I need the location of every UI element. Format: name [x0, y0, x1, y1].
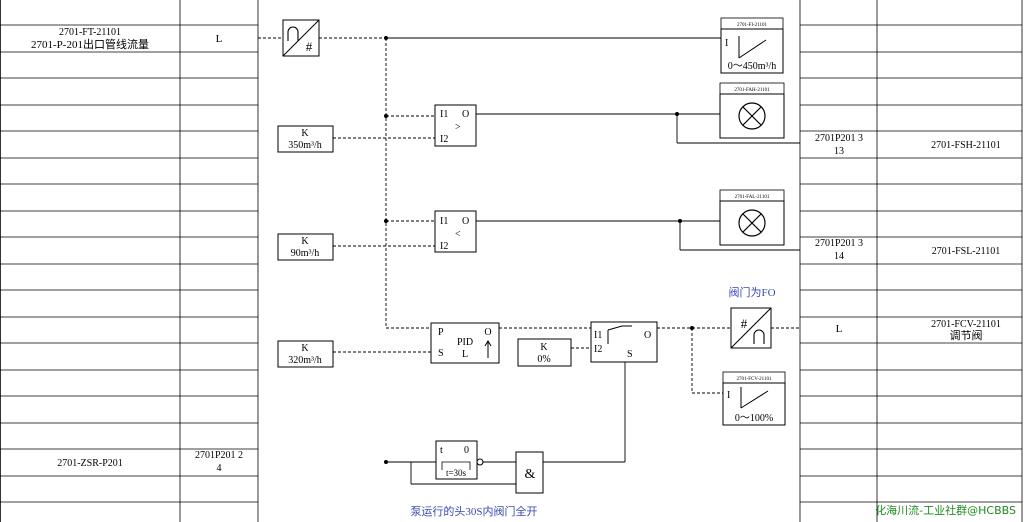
k-low-value: 90m³/h [291, 248, 320, 259]
ramp-icon [740, 387, 769, 409]
timer-block: t 0 t=30s [435, 440, 484, 480]
fcv-desc: 调节阀 [950, 328, 983, 342]
k-low-block: K 90m³/h [277, 233, 334, 261]
cmp-high-op: > [455, 122, 461, 133]
fsh-terminal-line1: 2701P201 3 [815, 133, 863, 144]
k-high-value: 350m³/h [288, 140, 322, 151]
junction-dots [384, 36, 694, 464]
alarm-lamp-icon [738, 209, 766, 237]
switch-o: O [644, 330, 651, 341]
fsl-terminal-line1: 2701P201 3 [815, 238, 863, 249]
sqrt-icon [753, 329, 765, 344]
fi-tag: 2701-FI-21101 [737, 23, 768, 28]
input-converter-block: # [282, 19, 320, 57]
cmp-high-o: O [462, 109, 469, 120]
pid-s: S [438, 348, 444, 359]
fcv-signal: L [836, 323, 843, 335]
fcv-display-block: 2701-FCV-21101 I 0～100% [722, 371, 786, 426]
switch-i1: I1 [594, 330, 602, 341]
pid-name: PID [457, 337, 473, 348]
k-high-block: K 350m³/h [277, 125, 334, 153]
zsr-terminal-line1: 2701P201 2 [195, 450, 243, 461]
cmp-low-o: O [462, 216, 469, 227]
fal-lamp-block: 2701-FAL-21101 [719, 189, 785, 246]
fcv-display-i: I [727, 390, 730, 401]
k-zero-block: K 0% [517, 338, 572, 367]
pid-l: L [462, 349, 468, 360]
pid-block: P S PID L O [430, 322, 500, 364]
k-zero-label: K [540, 342, 548, 353]
converter-in-symbol: # [306, 39, 313, 54]
ramp-icon [738, 36, 767, 59]
fah-tag: 2701-FAH-21101 [734, 88, 770, 93]
watermark: 化海川流-工业社群@HCBBS [875, 503, 1016, 517]
fsh-terminal-line2: 13 [834, 146, 844, 157]
fsl-terminal-line2: 14 [834, 251, 844, 262]
fcv-display-tag: 2701-FCV-21101 [737, 377, 772, 382]
alarm-lamp-icon [738, 102, 766, 130]
signal-lines [258, 37, 800, 485]
flow-signal: L [216, 33, 223, 45]
cmp-low-op: < [455, 229, 461, 240]
pid-p: P [438, 327, 444, 338]
k-low-label: K [301, 236, 309, 247]
fi-i: I [725, 38, 728, 49]
output-converter-block: # [730, 307, 772, 349]
k-setpoint-label: K [301, 343, 309, 354]
pid-o: O [484, 327, 491, 338]
fi-display-block: 2701-FI-21101 I 0～450m³/h [720, 17, 784, 74]
comparator-low-block: I1 O < I2 [434, 210, 477, 253]
sqrt-icon [287, 26, 299, 41]
timer-preset: t=30s [446, 468, 467, 478]
cmp-high-i1: I1 [440, 109, 448, 120]
timer-t: t [440, 445, 443, 456]
fsl-tag: 2701-FSL-21101 [932, 246, 1001, 257]
and-symbol: & [525, 467, 536, 482]
zsr-tag: 2701-ZSR-P201 [57, 458, 123, 469]
fo-note: 阀门为FO [728, 285, 775, 299]
fsh-tag: 2701-FSH-21101 [931, 140, 1001, 151]
fcv-tag: 2701-FCV-21101 [931, 319, 1001, 330]
comparator-high-block: I1 O > I2 [434, 104, 477, 147]
selector-switch-block: I1 I2 O S [590, 321, 658, 363]
k-high-label: K [301, 128, 309, 139]
k-setpoint-value: 320m³/h [288, 355, 322, 366]
and-gate-block: & [515, 451, 544, 494]
switch-s: S [627, 349, 633, 360]
switch-contact-icon [607, 325, 632, 344]
cmp-high-i2: I2 [440, 134, 448, 145]
cmp-low-i2: I2 [440, 241, 448, 252]
invert-bubble-icon [476, 458, 484, 466]
k-setpoint-block: K 320m³/h [277, 340, 334, 368]
zsr-terminal-line2: 4 [217, 463, 222, 474]
fah-lamp-block: 2701-FAH-21101 [719, 82, 785, 139]
timer-zero: 0 [464, 445, 469, 456]
converter-out-symbol: # [741, 316, 748, 331]
flow-tag: 2701-FT-21101 [59, 27, 121, 38]
fcv-display-range: 0～100% [735, 413, 773, 424]
switch-i2: I2 [594, 344, 602, 355]
k-zero-value: 0% [537, 354, 550, 365]
cmp-low-i1: I1 [440, 216, 448, 227]
up-arrow-icon [484, 340, 492, 358]
pump-note: 泵运行的头30S内阀门全开 [410, 504, 537, 518]
fi-range: 0～450m³/h [728, 61, 777, 72]
flow-desc: 2701-P-201出口管线流量 [31, 37, 149, 51]
fal-tag: 2701-FAL-21101 [735, 195, 770, 200]
timer-pulse-icon [441, 461, 471, 470]
